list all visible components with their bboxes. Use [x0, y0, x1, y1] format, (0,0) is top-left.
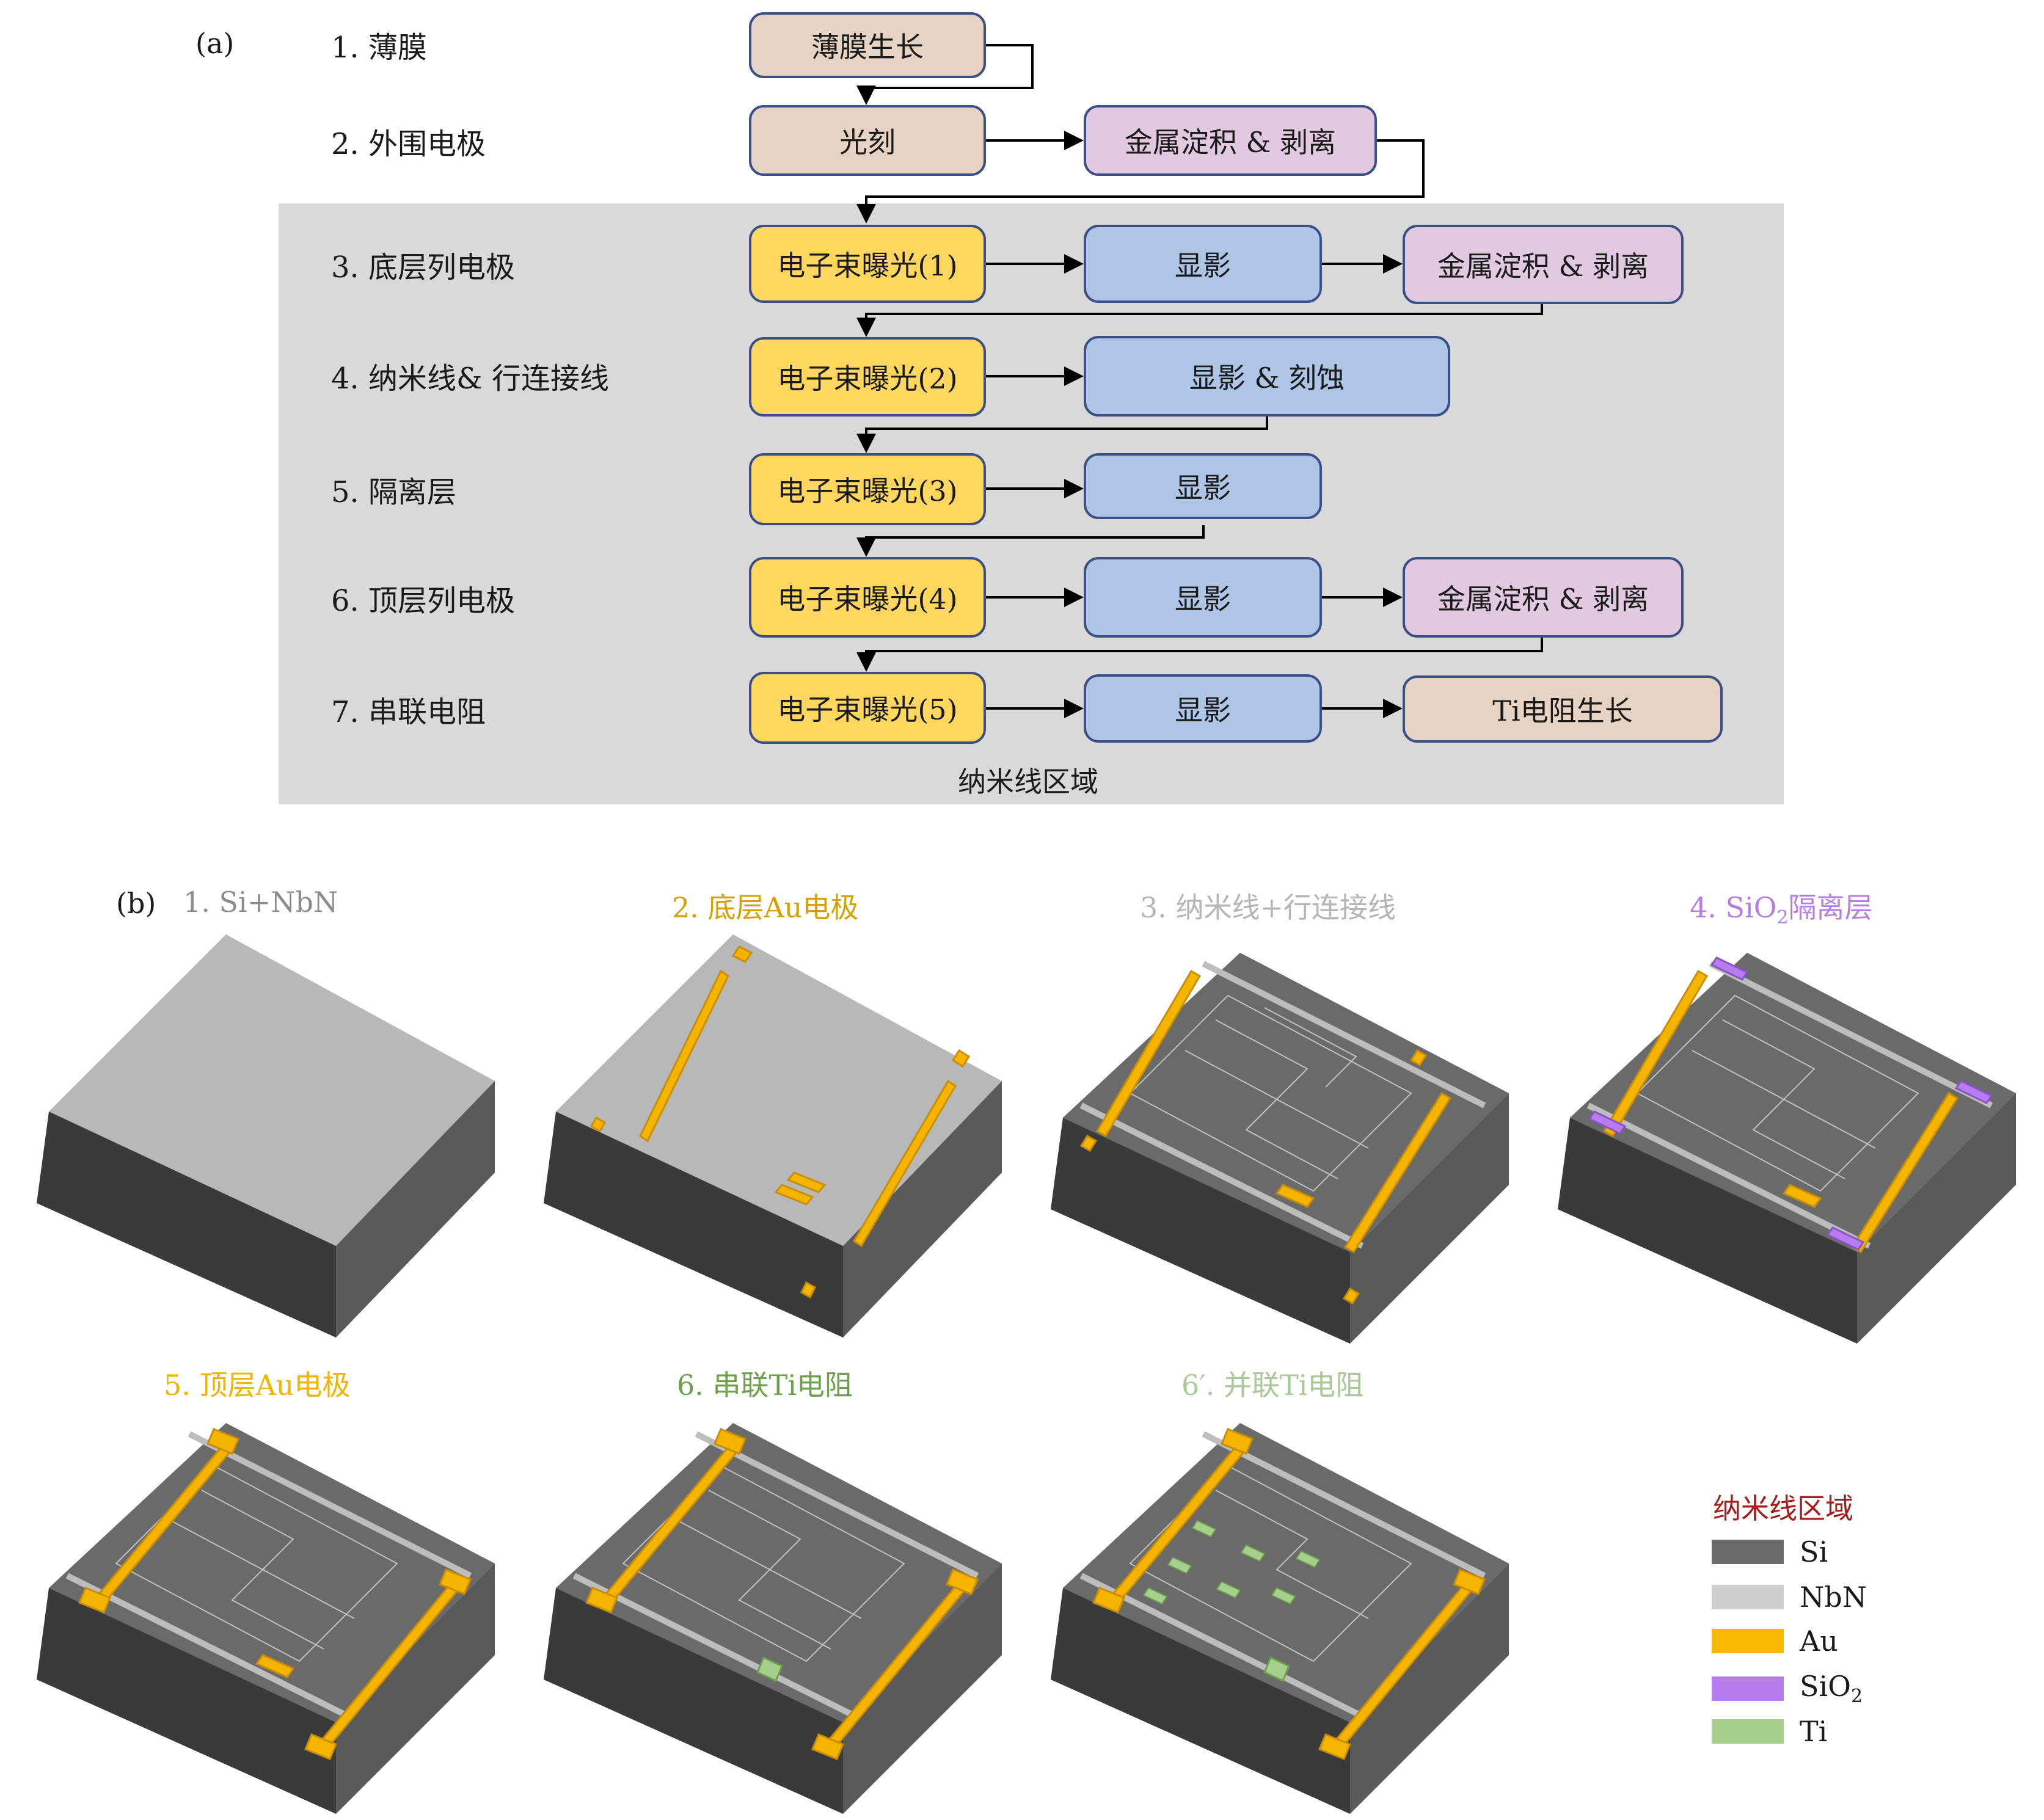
box-develop-5: 显影	[1084, 674, 1322, 743]
title-step-4: 4. SiO2隔离层	[1690, 891, 1873, 929]
box-ti-growth: Ti电阻生长	[1403, 675, 1723, 743]
title-step-6-prime: 6′. 并联Ti电阻	[1181, 1369, 1364, 1402]
panel-b-label: (b)	[116, 887, 156, 920]
step-7-label: 7. 串联电阻	[331, 695, 486, 729]
device-step-3	[1051, 953, 1509, 1344]
legend-swatch-ti	[1712, 1719, 1784, 1744]
title-step-5: 5. 顶层Au电极	[164, 1369, 351, 1402]
box-ebl-4: 电子束曝光(4)	[749, 557, 986, 638]
step-6-label: 6. 顶层列电极	[331, 584, 516, 618]
box-film-growth: 薄膜生长	[749, 12, 986, 78]
title-step-1: 1. Si+NbN	[183, 886, 338, 919]
legend-title: 纳米线区域	[1713, 1492, 1853, 1525]
device-step-4	[1558, 953, 2016, 1344]
box-develop-etch: 显影 & 刻蚀	[1084, 336, 1450, 417]
box-develop-4: 显影	[1084, 557, 1322, 638]
legend-swatch-si	[1712, 1540, 1784, 1564]
legend-swatch-nbn	[1712, 1585, 1784, 1609]
step-3-label: 3. 底层列电极	[331, 250, 516, 285]
legend-item-si: Si	[1712, 1535, 1828, 1568]
arrow-dev3-to-ebl4	[856, 525, 1205, 557]
legend-item-au: Au	[1712, 1625, 1838, 1658]
arrow-metal4-to-ebl5	[856, 638, 1543, 672]
box-ebl-3: 电子束曝光(3)	[749, 453, 986, 525]
device-step-6-prime	[1051, 1423, 1509, 1814]
device-step-6	[544, 1423, 1002, 1814]
title-step-6: 6. 串联Ti电阻	[677, 1369, 853, 1402]
device-step-2	[544, 934, 1002, 1338]
box-develop-3: 显影	[1084, 453, 1322, 519]
legend-item-ti: Ti	[1712, 1715, 1827, 1748]
box-metal-liftoff-4: 金属淀积 & 剥离	[1403, 557, 1684, 638]
title-step-3: 3. 纳米线+行连接线	[1140, 891, 1396, 924]
box-metal-liftoff-2: 金属淀积 & 剥离	[1403, 225, 1684, 304]
box-metal-liftoff-1: 金属淀积 & 剥离	[1084, 105, 1377, 176]
device-step-1	[37, 934, 495, 1338]
legend-item-sio2: SiO2	[1712, 1670, 1863, 1707]
region-label: 纳米线区域	[958, 765, 1098, 798]
title-step-2: 2. 底层Au电极	[672, 891, 859, 924]
step-2-label: 2. 外围电极	[331, 127, 486, 161]
flow-arrows	[856, 44, 1543, 718]
device-step-5	[37, 1423, 495, 1814]
legend-item-nbn: NbN	[1712, 1581, 1867, 1614]
box-ebl-1: 电子束曝光(1)	[749, 225, 986, 303]
arrow-metal-to-ebl1	[856, 139, 1425, 224]
step-1-label: 1. 薄膜	[331, 31, 428, 65]
step-4-label: 4. 纳米线& 行连接线	[331, 362, 610, 396]
arrow-film-to-litho	[856, 44, 1034, 105]
arrow-devetch-to-ebl3	[856, 417, 1268, 453]
box-ebl-2: 电子束曝光(2)	[749, 337, 986, 417]
box-photolithography: 光刻	[749, 105, 986, 176]
legend-swatch-sio2	[1712, 1676, 1784, 1701]
step-5-label: 5. 隔离层	[331, 475, 457, 509]
box-ebl-5: 电子束曝光(5)	[749, 672, 986, 744]
panel-a-label: (a)	[195, 27, 235, 60]
arrow-metal2-to-ebl2	[856, 304, 1543, 337]
box-develop-1: 显影	[1084, 225, 1322, 303]
legend-swatch-au	[1712, 1629, 1784, 1653]
